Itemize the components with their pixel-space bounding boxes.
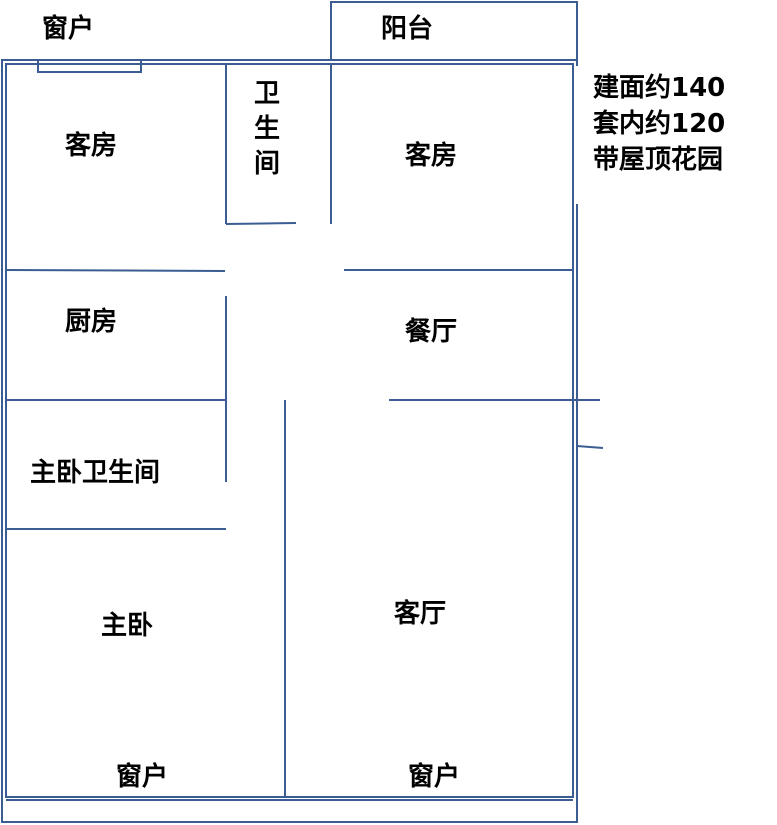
area-notes: 建面约140 套内约120 带屋顶花园 (593, 70, 725, 178)
room-label-guest-room-right: 客房 (405, 141, 458, 171)
room-label-bathroom: 卫生间 (253, 79, 280, 179)
room-label-kitchen: 厨房 (65, 307, 118, 337)
balcony-label: 阳台 (381, 14, 434, 44)
outer-wall-inner (5, 63, 574, 798)
room-label-master-bedroom: 主卧 (101, 611, 154, 641)
balcony-outline (330, 1, 578, 61)
note-usable-area: 套内约120 (593, 109, 726, 139)
room-label-living-room: 客厅 (394, 599, 447, 629)
note-gross-area: 建面约140 (593, 73, 726, 103)
window-label-top-left: 窗户 (42, 14, 95, 44)
wall-bathroom-bottom (225, 222, 297, 225)
window-label-bottom-right: 窗户 (408, 762, 461, 792)
room-label-dining-room: 餐厅 (405, 317, 458, 347)
wall-guest-kitchen (5, 269, 226, 272)
room-label-guest-room-left: 客房 (65, 131, 118, 161)
note-rooftop-garden: 带屋顶花园 (593, 145, 724, 175)
top-left-window (37, 59, 142, 73)
exterior-stub (576, 445, 604, 449)
window-label-bottom-left: 窗户 (116, 762, 169, 792)
room-label-master-bathroom: 主卧卫生间 (30, 458, 161, 488)
outer-wall-outer (1, 59, 578, 823)
